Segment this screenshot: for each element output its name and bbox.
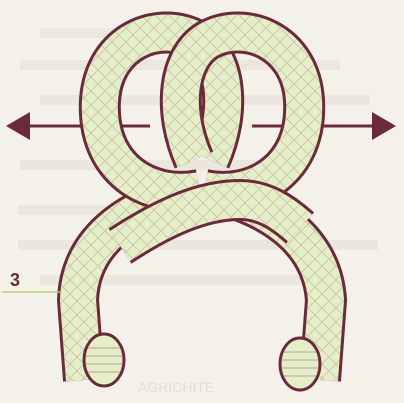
watermark: AGRICHITE — [138, 379, 214, 395]
step-number: 3 — [10, 270, 20, 290]
